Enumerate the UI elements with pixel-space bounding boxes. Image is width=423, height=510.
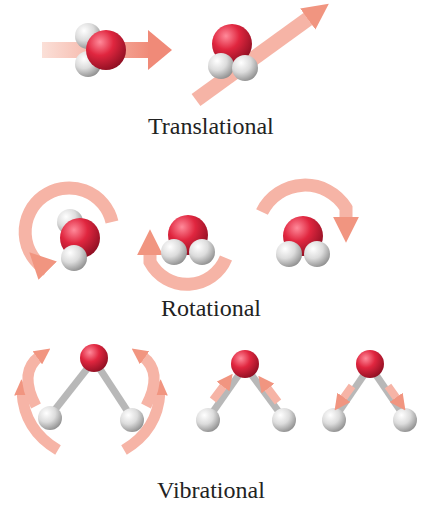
water-molecule <box>322 350 417 432</box>
translation-arrow <box>42 30 172 70</box>
water-molecule <box>276 216 330 267</box>
water-molecule <box>38 344 144 432</box>
translation-arrow <box>196 16 312 100</box>
water-molecule <box>208 24 258 81</box>
stretch-arrows <box>342 386 398 400</box>
motion-caption: Translational <box>148 112 274 141</box>
stretch-arrows <box>213 384 278 402</box>
water-molecule <box>196 350 296 432</box>
motion-caption: Vibrational <box>157 476 265 505</box>
motion-caption: Rotational <box>161 294 261 323</box>
water-molecule <box>75 23 126 77</box>
water-molecule <box>57 209 100 271</box>
rotation-arrow <box>25 188 112 270</box>
water-molecule <box>161 215 215 265</box>
